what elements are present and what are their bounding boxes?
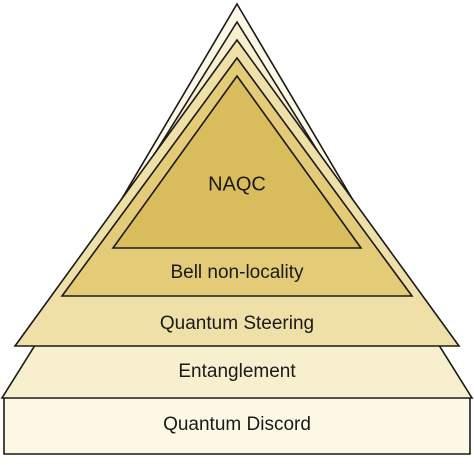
level-bell-non-locality-label: Bell non-locality [170,262,304,283]
level-naqc-label: NAQC [208,173,266,195]
level-entanglement-label: Entanglement [178,361,296,382]
level-quantum-steering-label: Quantum Steering [160,313,314,334]
level-naqc-shape [111,74,363,249]
level-quantum-discord-label: Quantum Discord [163,414,311,435]
level-naqc: NAQC [111,74,363,249]
